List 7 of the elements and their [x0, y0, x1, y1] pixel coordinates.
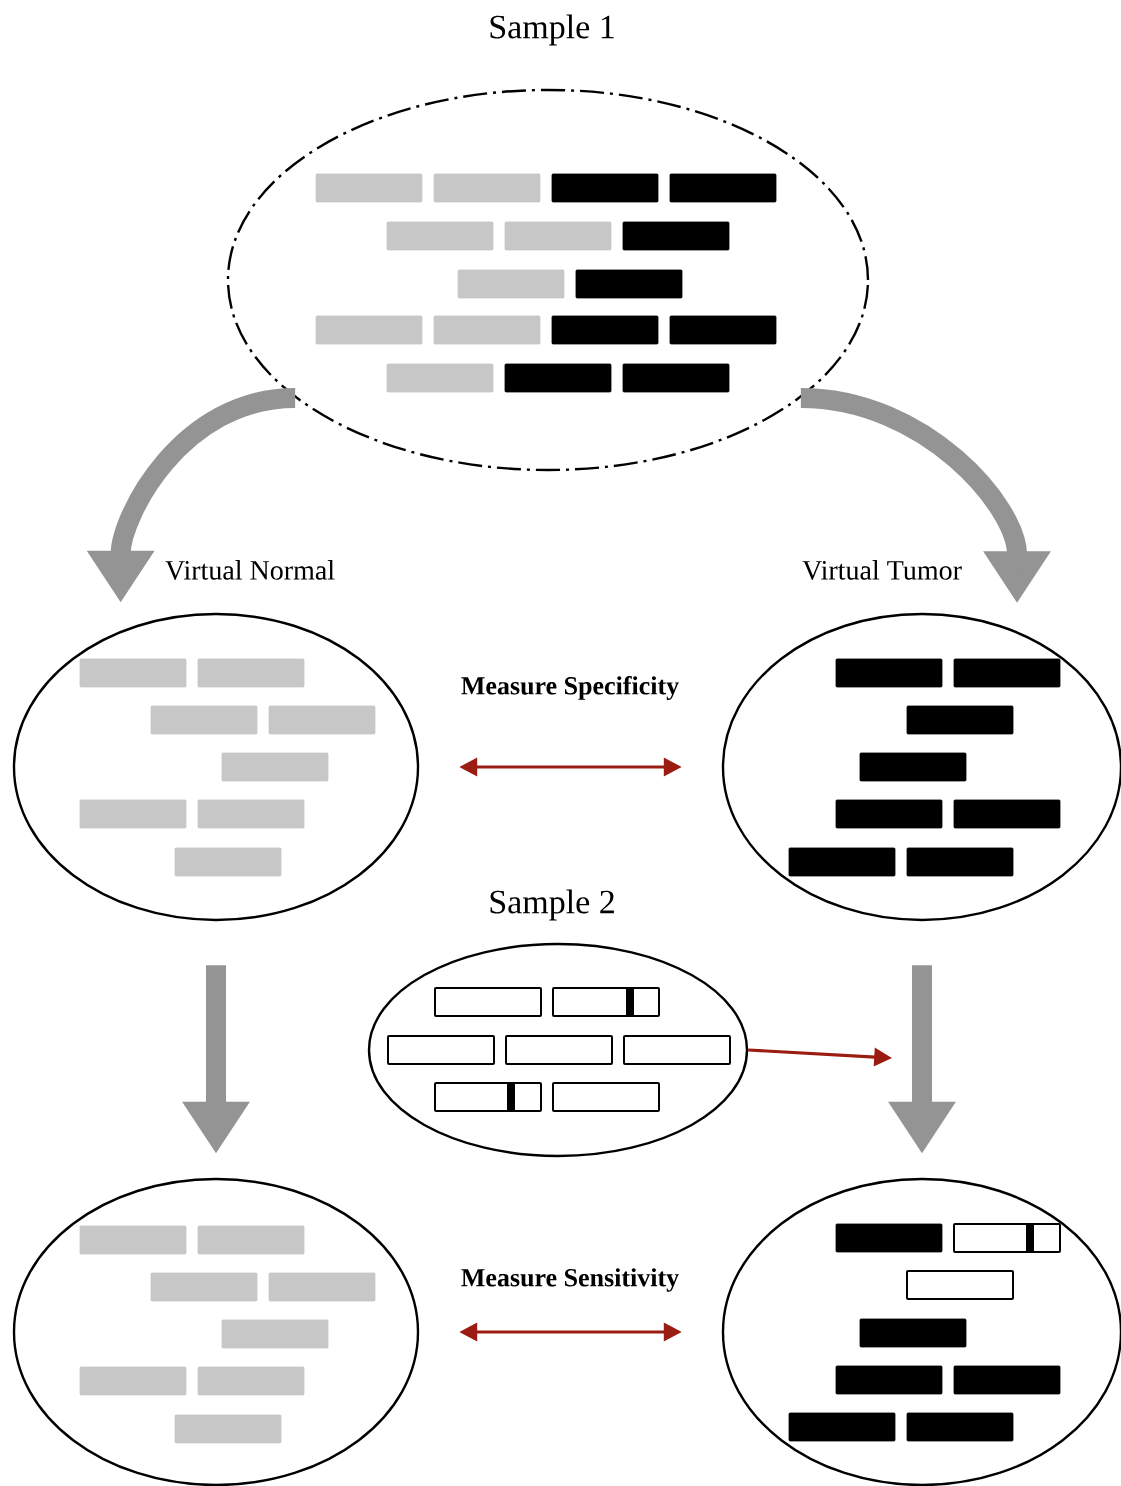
edge-label: Measure Specificity [458, 674, 682, 702]
edge-label: Measure Sensitivity [458, 1266, 682, 1294]
ellipse [12, 1177, 420, 1486]
heading: Virtual Normal [165, 560, 335, 580]
heading: Sample 1 [490, 14, 614, 46]
heading: Sample 2 [490, 889, 614, 921]
heading: Virtual Tumor [802, 560, 962, 580]
